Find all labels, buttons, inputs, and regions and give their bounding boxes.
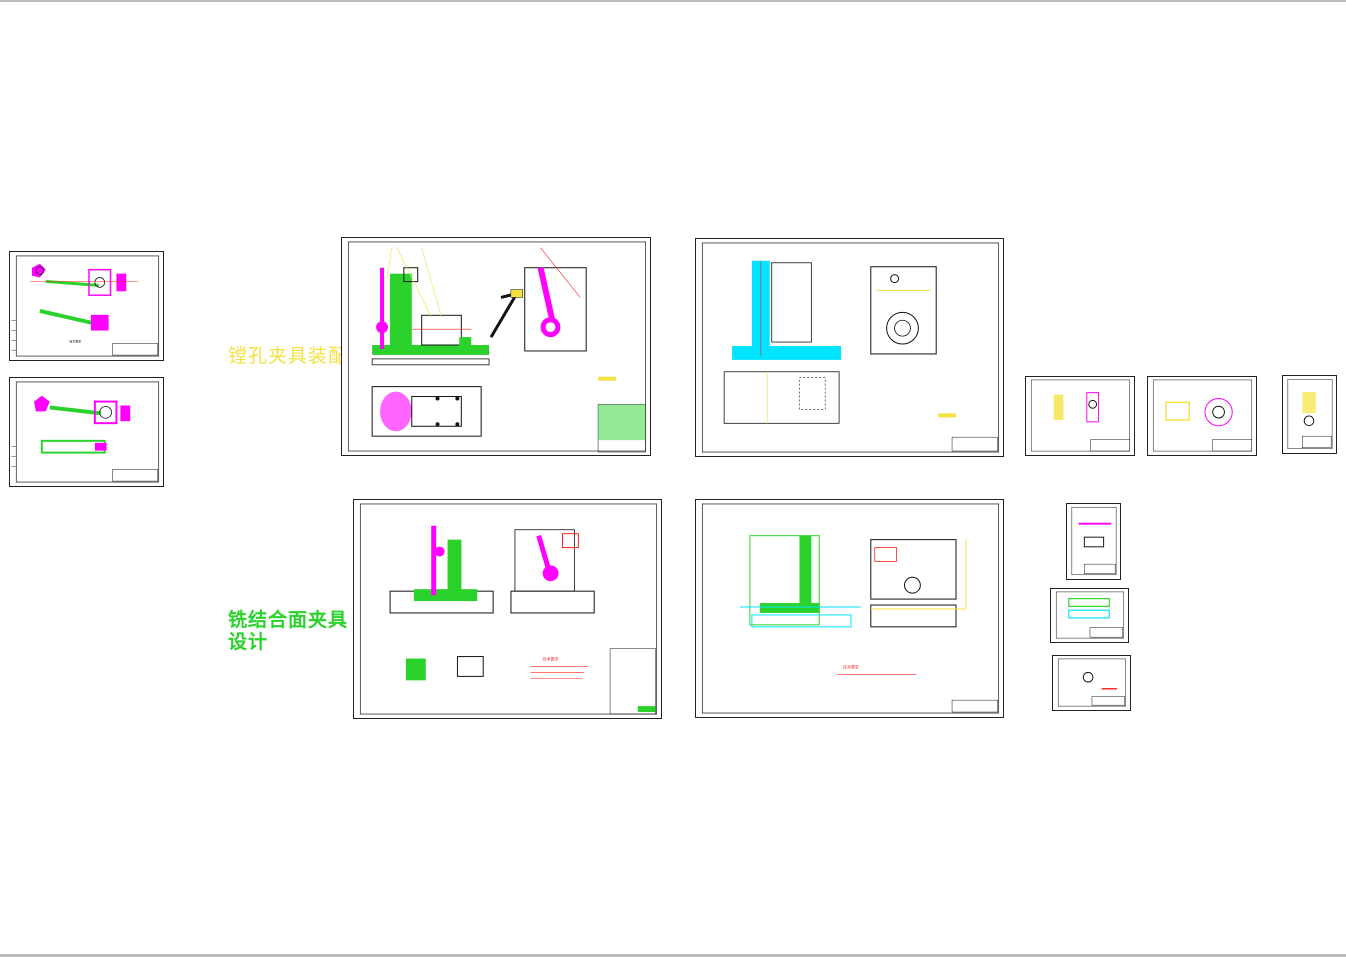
- drawing-sheet-part-2[interactable]: [9, 377, 164, 487]
- milling-body-graphics: 技术要求: [701, 503, 1000, 714]
- svg-text:技术要求: 技术要求: [843, 664, 859, 669]
- sheet-1-graphics: 技术要求: [11, 255, 160, 357]
- drawing-sheet-small-6[interactable]: [1052, 655, 1131, 711]
- small-4-graphics: [1071, 507, 1117, 576]
- drawing-sheet-milling-assembly[interactable]: 技术要求: [353, 499, 662, 719]
- drawing-sheet-small-1[interactable]: [1025, 376, 1135, 456]
- small-5-graphics: [1055, 591, 1124, 639]
- drawing-sheet-milling-body[interactable]: 技术要求: [695, 499, 1004, 718]
- drawing-sheet-small-4[interactable]: [1066, 503, 1121, 580]
- small-3-graphics: [1287, 379, 1333, 449]
- svg-text:技术要求: 技术要求: [69, 338, 81, 343]
- drawing-sheet-small-2[interactable]: [1147, 376, 1257, 456]
- drawing-sheet-boring-body[interactable]: [695, 238, 1004, 457]
- drawing-sheet-small-5[interactable]: [1050, 588, 1129, 643]
- label-boring-fixture-assembly: 镗孔夹具装配图: [228, 345, 369, 367]
- canvas-bottom-border: [0, 954, 1346, 957]
- drawing-sheet-small-3[interactable]: [1282, 375, 1337, 454]
- small-6-graphics: [1057, 658, 1127, 707]
- boring-body-graphics: [701, 242, 1000, 453]
- small-1-graphics: [1030, 379, 1131, 452]
- milling-assembly-graphics: 技术要求: [359, 503, 658, 715]
- sheet-2-graphics: [11, 381, 160, 483]
- svg-text:技术要求: 技术要求: [543, 657, 559, 662]
- canvas-top-border: [0, 0, 1346, 2]
- drawing-sheet-part-1[interactable]: 技术要求: [9, 251, 164, 361]
- boring-assembly-graphics: [347, 241, 647, 453]
- drawing-sheet-boring-assembly[interactable]: [341, 237, 651, 456]
- label-milling-fixture-design: 铣结合面夹具 设计: [228, 609, 349, 653]
- small-2-graphics: [1152, 379, 1253, 452]
